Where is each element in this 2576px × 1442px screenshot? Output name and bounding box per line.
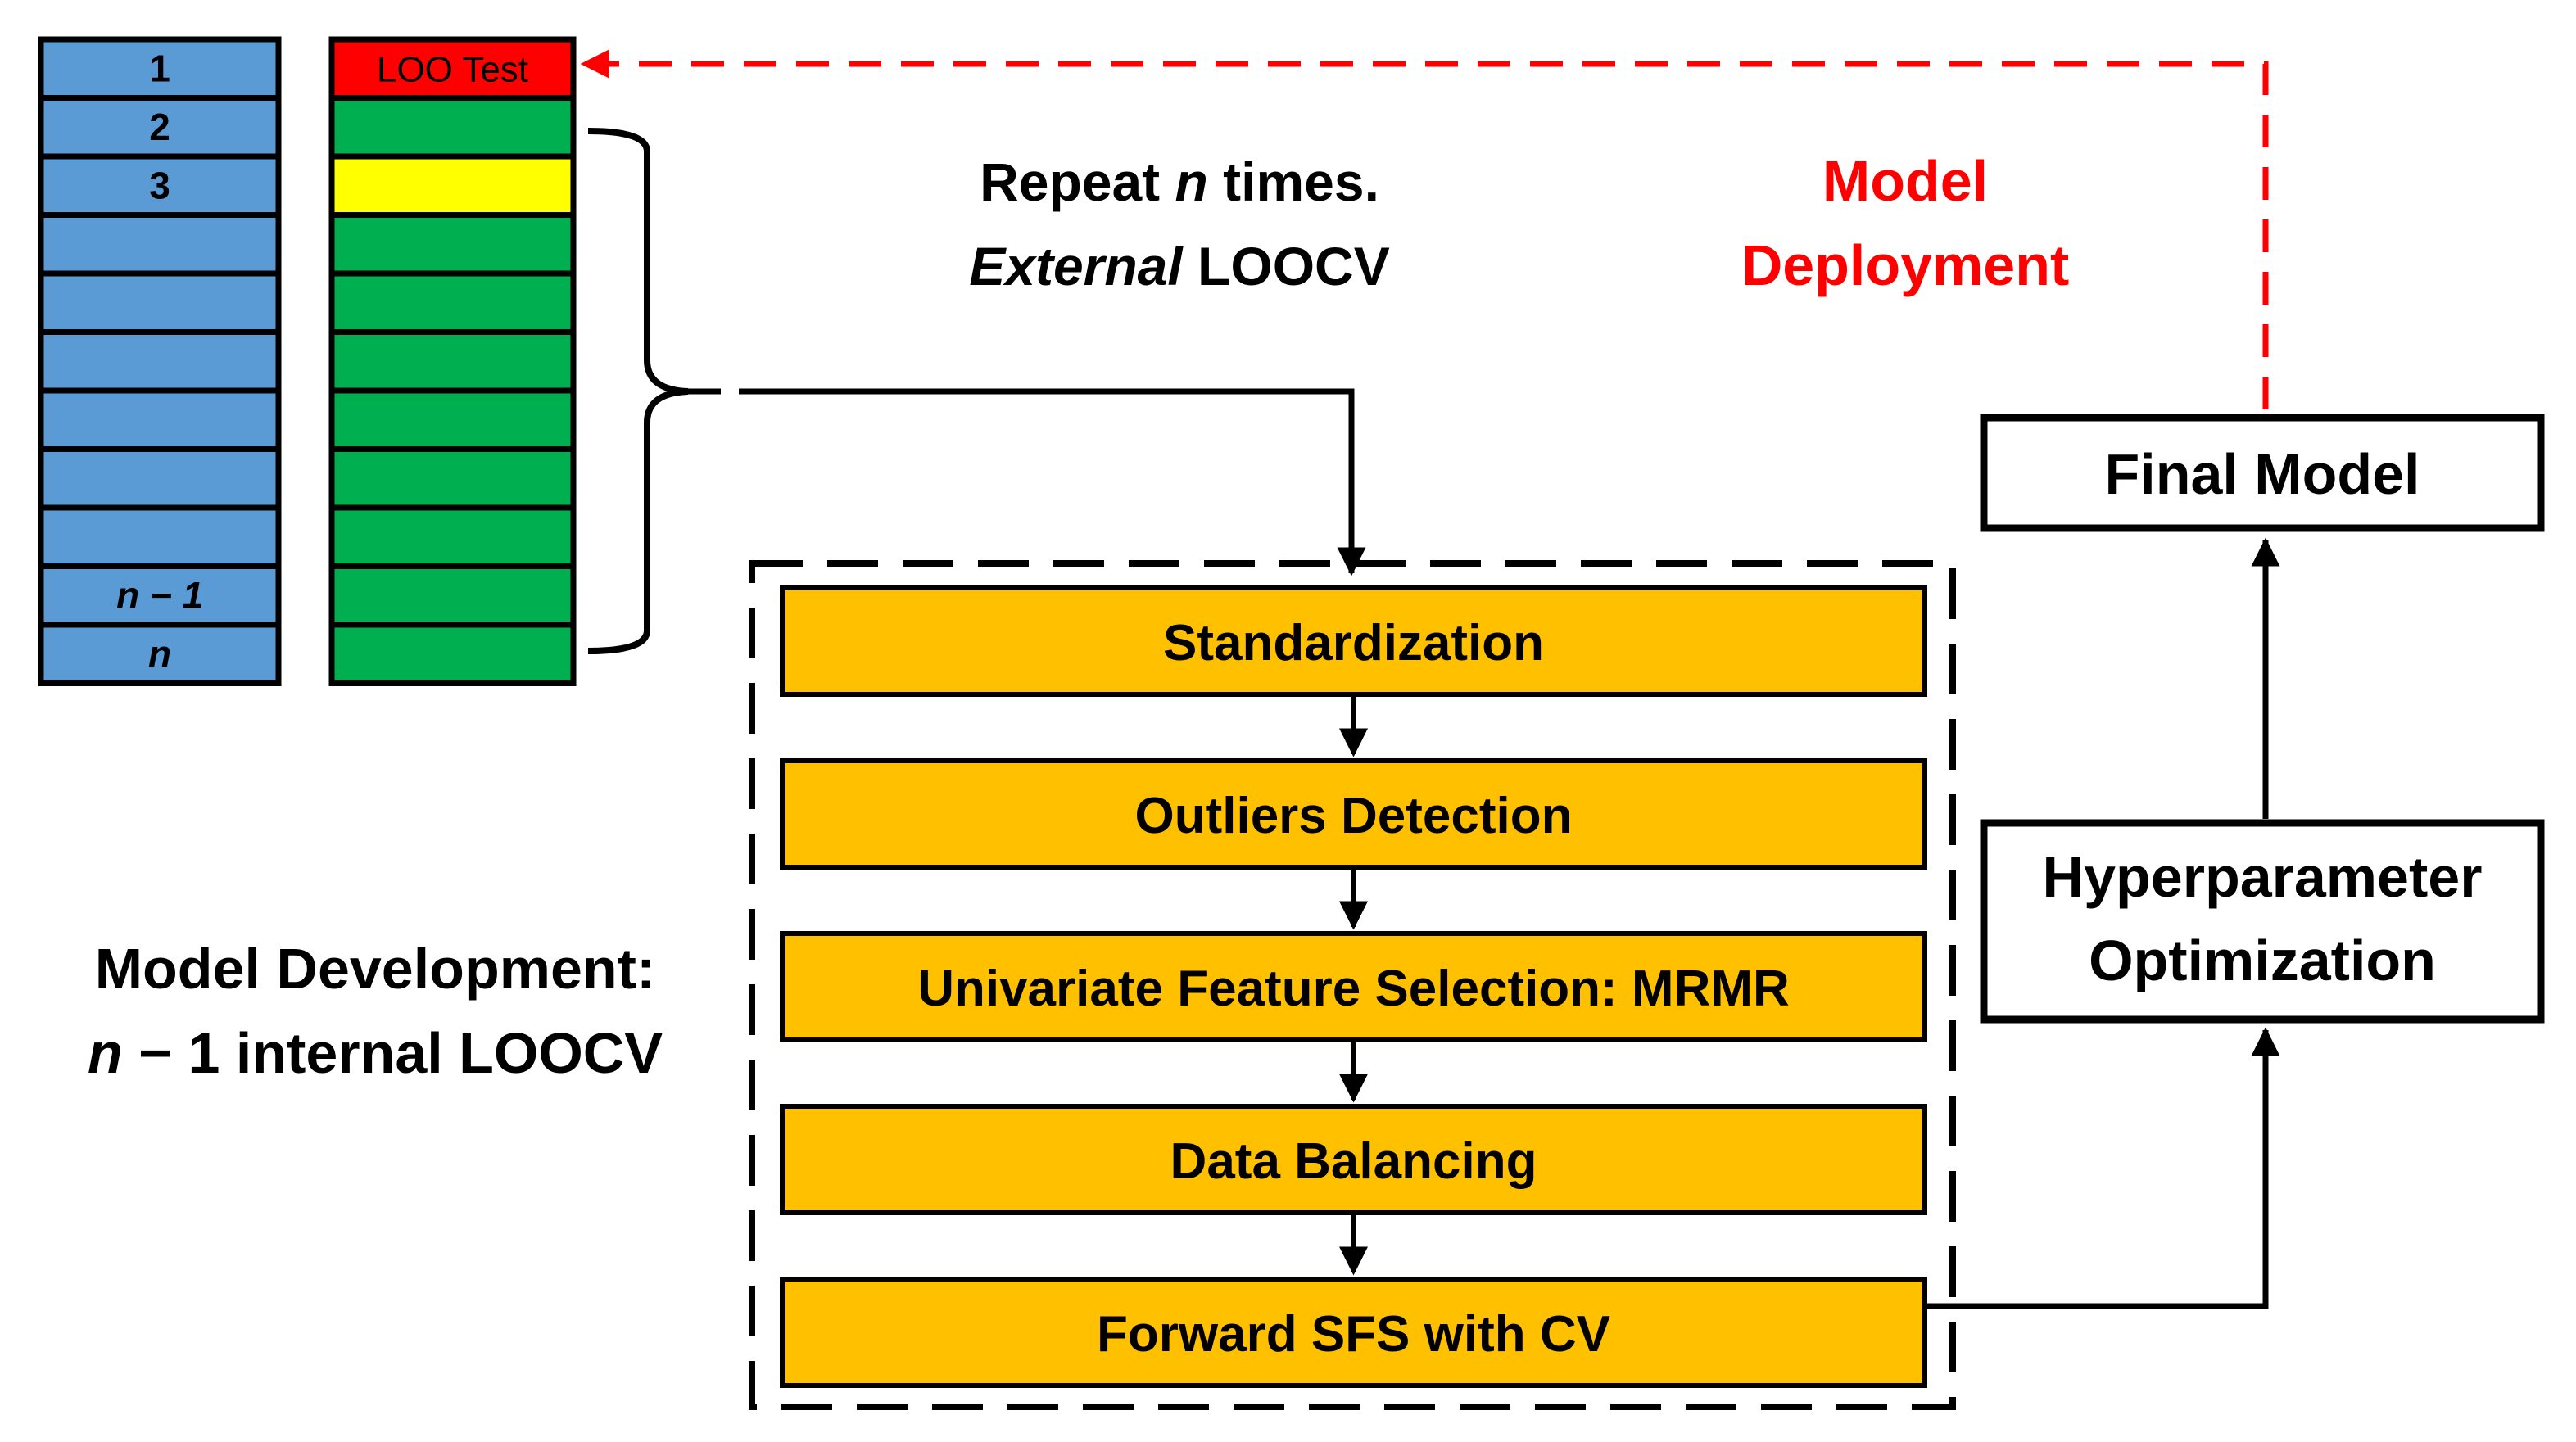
model-development-label-line1: Model Development: [95, 937, 656, 1001]
model-development-label-line2: n − 1 internal LOOCV [88, 1021, 663, 1085]
pipeline-step [780, 758, 1927, 870]
final-model-box [1980, 414, 2545, 532]
pipeline-dashed-frame [749, 560, 1956, 1410]
left-fold-cell [38, 329, 282, 394]
left-fold-cell [38, 622, 282, 686]
left-fold-cell [38, 563, 282, 628]
left-fold-label: 2 [149, 106, 170, 148]
left-fold-cell [38, 504, 282, 569]
pipeline-step [780, 1104, 1927, 1215]
training-fold [328, 563, 577, 628]
loo-test-fold [328, 36, 577, 101]
training-fold [328, 622, 577, 686]
training-fold [328, 446, 577, 511]
pipeline-step [780, 1277, 1927, 1388]
pipeline-step-label: Forward SFS with CV [1097, 1306, 1610, 1363]
pipeline-step-label: Data Balancing [1170, 1133, 1537, 1190]
left-fold-cell [38, 446, 282, 511]
training-fold [328, 329, 577, 394]
model-deployment-label-line2: Deployment [1741, 233, 2070, 297]
model-deployment-label-line1: Model [1822, 149, 1988, 213]
external-loocv-label: External LOOCV [969, 236, 1389, 296]
left-fold-label: n [148, 632, 171, 675]
validation-fold [328, 153, 577, 218]
left-fold-label: 1 [149, 47, 170, 89]
left-fold-cell [38, 387, 282, 452]
left-fold-cell [38, 270, 282, 335]
hyperparameter-optimization-label-line2: Optimization [2089, 929, 2436, 992]
training-fold [328, 387, 577, 452]
pipeline-step [780, 585, 1927, 697]
loo-test-label: LOO Test [377, 49, 528, 89]
hyperparameter-optimization-box [1980, 819, 2545, 1024]
pipeline-step-label: Outliers Detection [1135, 788, 1573, 844]
pipeline-step-label: Univariate Feature Selection: MRMR [917, 961, 1790, 1017]
pipeline-step-label: Standardization [1163, 615, 1544, 671]
brace-to-pipeline-arrow [762, 388, 1366, 576]
sfs-to-hyperparameter-arrow [1925, 1027, 2280, 1309]
repeat-n-times-label: Repeat n times. [980, 151, 1379, 212]
final-model-label: Final Model [2105, 442, 2420, 506]
training-fold [328, 504, 577, 569]
left-fold-cell [38, 212, 282, 277]
left-fold-column: 1 2 3 n − 1 n [38, 36, 282, 686]
deployment-feedback-arrow [580, 49, 2269, 409]
training-fold [328, 95, 577, 160]
training-folds-brace [587, 128, 689, 654]
training-fold [328, 270, 577, 335]
right-fold-column: LOO Test [328, 36, 577, 686]
left-fold-label: n − 1 [116, 574, 203, 617]
training-fold [328, 212, 577, 277]
left-fold-label: 3 [149, 164, 170, 206]
pipeline-step [780, 931, 1927, 1042]
hyperparameter-optimization-label-line1: Hyperparameter [2043, 845, 2483, 909]
